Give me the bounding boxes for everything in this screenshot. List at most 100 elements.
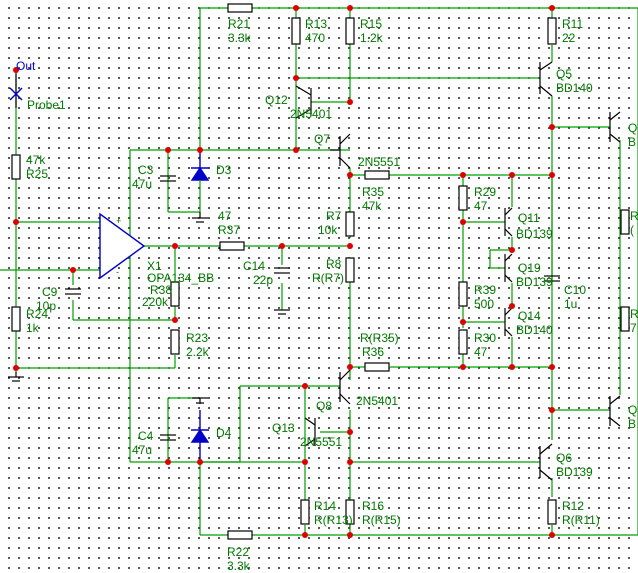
C3-value: 47u — [132, 177, 152, 191]
resistor-R13[interactable] — [291, 17, 301, 45]
Q11-value: BD139 — [516, 227, 553, 241]
capacitor-C10[interactable] — [544, 275, 560, 282]
R23-ref: R23 — [186, 331, 208, 345]
edge-label-r-bot2: 7 — [630, 321, 637, 335]
R38-ref: R38 — [150, 283, 172, 297]
X1-ref: X1 — [147, 259, 162, 273]
Q5-value: BD140 — [556, 81, 593, 95]
D3-ref: D3 — [216, 163, 232, 177]
C9-value: 10p — [36, 299, 56, 313]
resistor-R22[interactable] — [227, 530, 253, 540]
resistor-R7[interactable] — [345, 211, 355, 237]
R36-ref: R36 — [362, 345, 384, 359]
Q7-value: 2N5551 — [358, 155, 400, 169]
probe-marker[interactable] — [9, 67, 23, 108]
R29-ref: R29 — [474, 185, 496, 199]
opamp-plus-pin: + — [116, 216, 121, 226]
R35-ref: R35 — [362, 185, 384, 199]
QR2-value: B — [628, 417, 636, 431]
Q14-value: BD140 — [516, 323, 553, 337]
capacitor-C4[interactable] — [160, 434, 176, 441]
Q14-ref: Q14 — [518, 309, 541, 323]
transistor-Q13[interactable] — [304, 417, 316, 447]
resistor-R29[interactable] — [458, 185, 468, 211]
R7-value: 10k — [318, 223, 338, 237]
diode-D3[interactable] — [190, 150, 210, 212]
transistor-Q6[interactable] — [539, 443, 553, 481]
resistor-R14[interactable] — [300, 499, 310, 525]
Q8-value: 2N5401 — [356, 394, 398, 408]
resistor-R35[interactable] — [364, 170, 390, 180]
transistors — [295, 61, 621, 481]
diode-D4[interactable] — [190, 410, 210, 462]
Q7-ref: Q7 — [314, 132, 330, 146]
resistors — [11, 3, 630, 540]
capacitor-C14[interactable] — [274, 267, 290, 274]
transistor-Q19[interactable] — [504, 253, 513, 283]
resistor-R39[interactable] — [458, 281, 468, 307]
resistor-R36[interactable] — [364, 362, 390, 372]
Q12-ref: Q12 — [265, 93, 288, 107]
resistor-R16[interactable] — [345, 499, 355, 525]
QR2-ref: Q — [628, 403, 637, 417]
transistor-Q11[interactable] — [504, 207, 513, 237]
resistor-R30[interactable] — [458, 329, 468, 355]
transistor-Q8[interactable] — [339, 369, 351, 405]
capacitor-C9[interactable] — [65, 288, 81, 295]
R21-value: 3.3k — [228, 31, 252, 45]
R30-ref: R30 — [474, 331, 496, 345]
R22-value: 3.3k — [227, 559, 251, 573]
transistor-Q12[interactable] — [295, 85, 312, 119]
Q13-ref: Q13 — [272, 421, 295, 435]
Q5-ref: Q5 — [556, 67, 572, 81]
resistor-R21[interactable] — [227, 3, 253, 13]
R24-value: 1k — [26, 321, 40, 335]
D4-ref: D4 — [216, 426, 232, 440]
resistor-R8[interactable] — [345, 257, 355, 283]
C14-ref: C14 — [243, 259, 265, 273]
net-label-out: Out — [16, 59, 36, 73]
transistor-Q7[interactable] — [330, 133, 351, 169]
C10-value: 1u — [564, 297, 577, 311]
Q8-ref: Q8 — [316, 399, 332, 413]
resistor-R24[interactable] — [11, 306, 21, 332]
resistor-R12[interactable] — [547, 499, 557, 525]
resistor-R38[interactable] — [170, 281, 180, 307]
R11-ref: R11 — [562, 17, 583, 31]
R12-value: R(R11) — [562, 513, 600, 527]
R8-ref: R8 — [326, 257, 342, 271]
R21-ref: R21 — [228, 17, 250, 31]
R14-value: R(R13) — [314, 513, 353, 527]
resistor-R37[interactable] — [219, 241, 245, 251]
transistor-right-bot[interactable] — [609, 395, 621, 427]
transistor-right-top[interactable] — [609, 111, 621, 143]
probe-label: Probe1 — [27, 98, 66, 112]
edge-label-r-top: R — [630, 209, 638, 223]
Q19-value: BD139 — [516, 275, 553, 289]
resistor-R25[interactable] — [11, 154, 21, 180]
R15-value: 1.2k — [360, 31, 384, 45]
capacitor-C3[interactable] — [160, 175, 176, 182]
C9-ref: C9 — [42, 285, 58, 299]
R12-ref: R12 — [562, 499, 584, 513]
R29-value: 47 — [474, 199, 488, 213]
opamp-X1[interactable]: + - — [99, 212, 146, 280]
R37-ref: R37 — [218, 223, 240, 237]
resistor-R15[interactable] — [345, 17, 355, 45]
R13-value: 470 — [305, 31, 325, 45]
R14-ref: R14 — [314, 499, 336, 513]
capacitors — [65, 175, 560, 441]
resistor-R11[interactable] — [547, 17, 557, 45]
resistor-right-top — [620, 209, 630, 235]
C4-ref: C4 — [138, 429, 154, 443]
transistor-Q14[interactable] — [504, 307, 513, 337]
C10-ref: C10 — [564, 283, 586, 297]
R25-ref: R25 — [26, 167, 48, 181]
R16-ref: R16 — [362, 499, 384, 513]
resistor-R23[interactable] — [170, 329, 180, 355]
transistor-Q5[interactable] — [539, 61, 553, 97]
ground-symbols — [8, 212, 290, 404]
edge-label-r-top2: ( — [630, 223, 634, 237]
R39-value: 500 — [474, 297, 494, 311]
